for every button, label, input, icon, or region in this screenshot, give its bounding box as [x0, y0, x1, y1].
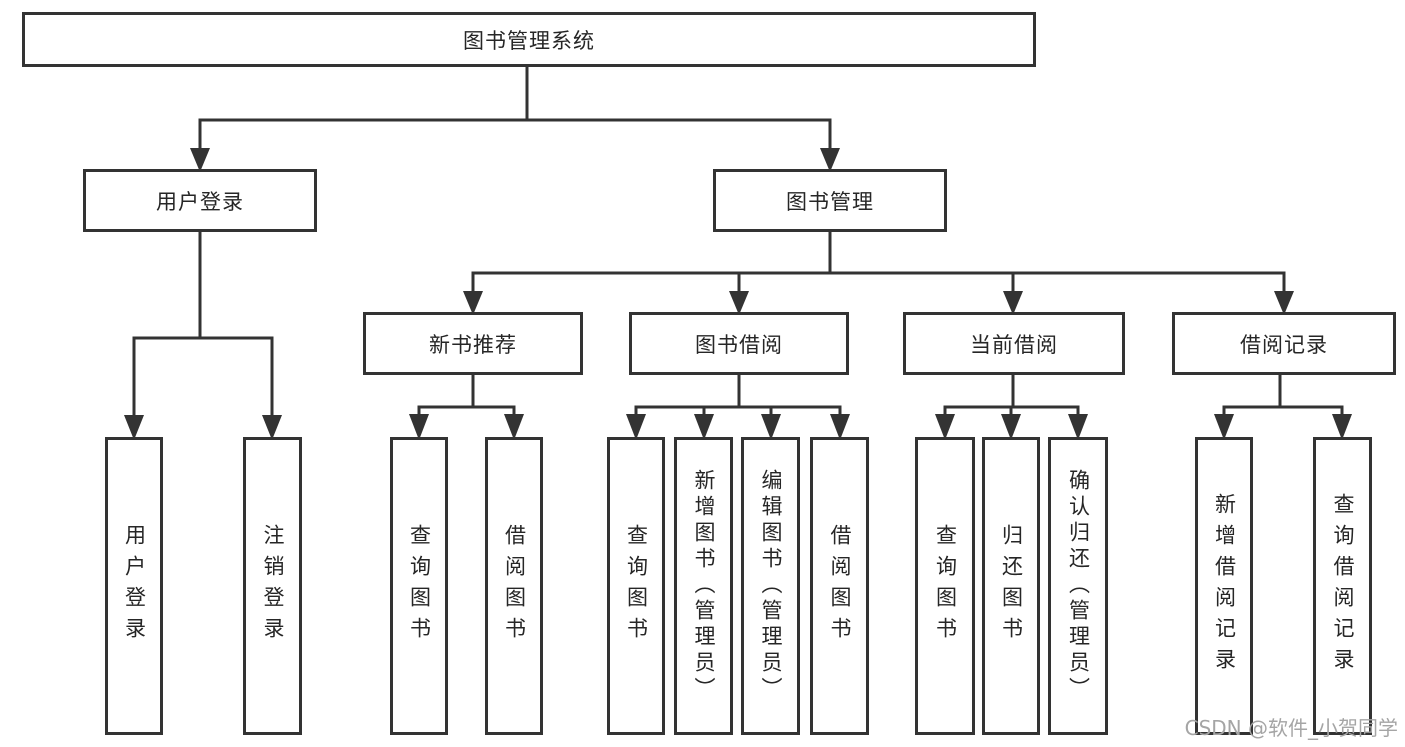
- connector-new-book-recommend-to-leaves: [417, 375, 516, 414]
- node-user-login: 用户登录: [83, 169, 317, 232]
- node-current-borrow-label: 当前借阅: [970, 332, 1058, 357]
- leaf-query-books-borrow-label: 查询图书: [624, 524, 649, 648]
- leaf-return-books-label: 归还图书: [999, 524, 1024, 648]
- node-book-borrow: 图书借阅: [629, 312, 849, 375]
- leaf-query-books-current-label: 查询图书: [933, 524, 958, 648]
- node-new-book-recommend-label: 新书推荐: [429, 332, 517, 357]
- leaf-logout-login-label: 注销登录: [261, 524, 285, 648]
- node-new-book-recommend: 新书推荐: [363, 312, 583, 375]
- leaf-add-borrow-record: 新增借阅记录: [1195, 437, 1253, 735]
- connector-book-borrow-to-leaves: [634, 375, 842, 414]
- leaf-query-books-borrow: 查询图书: [607, 437, 665, 735]
- node-root-label: 图书管理系统: [463, 28, 595, 53]
- leaf-query-books-recommend-label: 查询图书: [407, 524, 432, 648]
- csdn-watermark: CSDN @软件_小贺同学: [1184, 716, 1398, 740]
- node-borrow-record: 借阅记录: [1172, 312, 1396, 375]
- leaf-borrow-books-recommend: 借阅图书: [485, 437, 543, 735]
- connector-current-borrow-to-leaves: [943, 375, 1080, 414]
- leaf-query-borrow-record: 查询借阅记录: [1313, 437, 1372, 735]
- node-book-borrow-label: 图书借阅: [695, 332, 783, 357]
- leaf-add-books-admin-label: 新增图书（管理员）: [692, 469, 716, 703]
- leaf-borrow-books-borrow-label: 借阅图书: [828, 524, 852, 648]
- connector-book-management-to-level3: [471, 232, 1286, 292]
- leaf-confirm-return-admin: 确认归还（管理员）: [1048, 437, 1108, 735]
- leaf-add-books-admin: 新增图书（管理员）: [674, 437, 733, 735]
- leaf-query-books-current: 查询图书: [915, 437, 975, 735]
- node-current-borrow: 当前借阅: [903, 312, 1125, 375]
- node-root: 图书管理系统: [22, 12, 1036, 67]
- leaf-borrow-books-borrow: 借阅图书: [810, 437, 869, 735]
- node-borrow-record-label: 借阅记录: [1240, 332, 1328, 357]
- node-user-login-label: 用户登录: [156, 189, 244, 214]
- leaf-edit-books-admin: 编辑图书（管理员）: [741, 437, 800, 735]
- leaf-add-borrow-record-label: 新增借阅记录: [1212, 493, 1237, 679]
- connector-user-login-to-leaves: [132, 232, 274, 416]
- leaf-user-login: 用户登录: [105, 437, 163, 735]
- leaf-logout-login: 注销登录: [243, 437, 302, 735]
- leaf-query-borrow-record-label: 查询借阅记录: [1331, 493, 1355, 679]
- leaf-return-books: 归还图书: [982, 437, 1040, 735]
- node-book-management: 图书管理: [713, 169, 947, 232]
- leaf-borrow-books-recommend-label: 借阅图书: [502, 524, 527, 648]
- connector-borrow-record-to-leaves: [1222, 375, 1344, 414]
- leaf-edit-books-admin-label: 编辑图书（管理员）: [759, 469, 783, 703]
- leaf-confirm-return-admin-label: 确认归还（管理员）: [1066, 469, 1091, 703]
- connector-root-to-level2: [198, 67, 832, 150]
- leaf-query-books-recommend: 查询图书: [390, 437, 448, 735]
- node-book-management-label: 图书管理: [786, 189, 874, 214]
- leaf-user-login-label: 用户登录: [122, 524, 147, 648]
